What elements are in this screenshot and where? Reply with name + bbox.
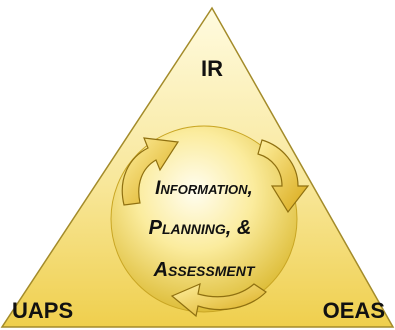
- corner-label-top: IR: [201, 56, 223, 81]
- cycle-arrow-bottom-icon: [170, 282, 267, 318]
- cycle-arrow-right-icon: [257, 139, 310, 214]
- corner-label-bottom-left: UAPS: [12, 298, 73, 323]
- cycle-arrow-left-icon: [121, 137, 180, 206]
- center-text-line-2: Planning, &: [149, 217, 252, 239]
- center-text-line-3: Assessment: [153, 259, 256, 281]
- corner-label-bottom-right: OEAS: [323, 298, 385, 323]
- center-circle: [110, 125, 298, 313]
- center-text-line-1: Information,: [155, 178, 253, 199]
